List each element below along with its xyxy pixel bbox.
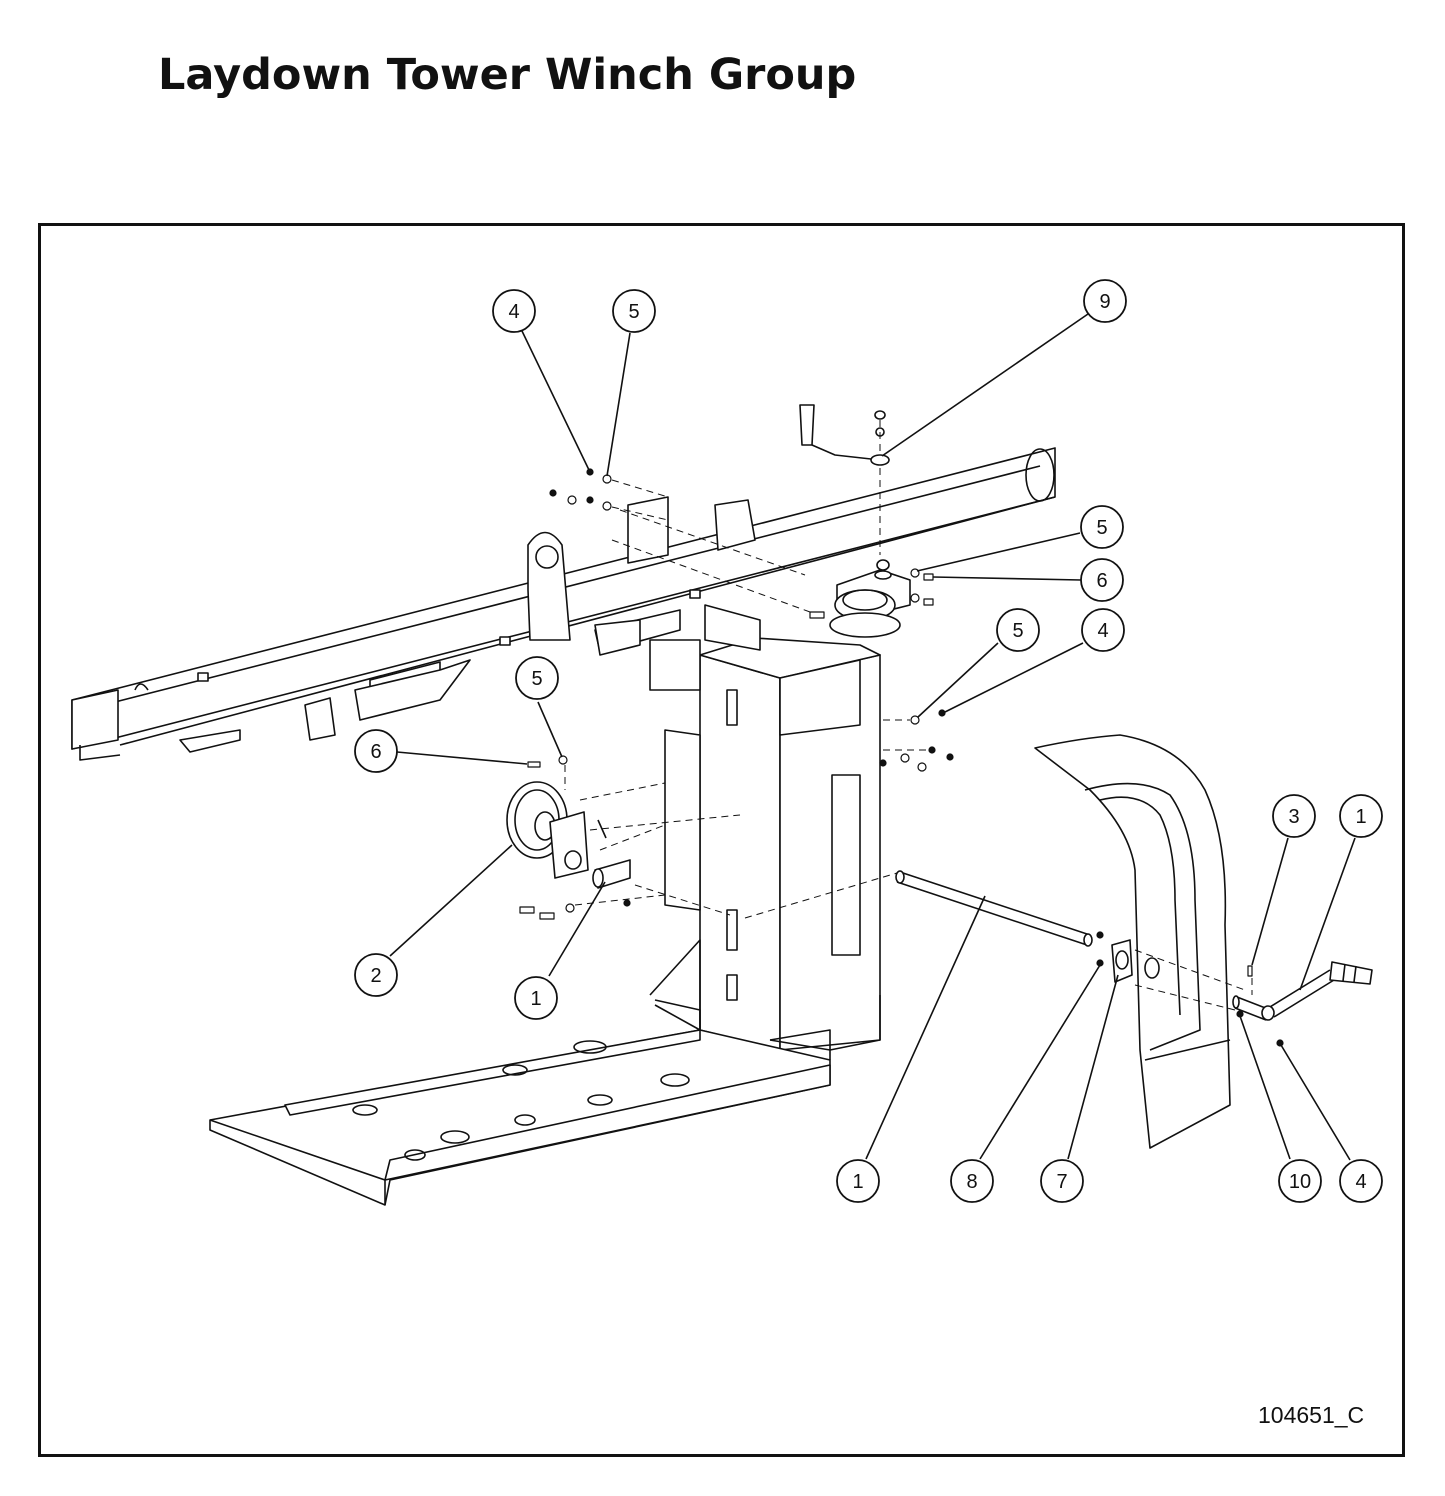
callout-7: 7 — [1040, 1159, 1084, 1203]
svg-text:4: 4 — [1355, 1171, 1366, 1193]
callout-6-upper-right: 6 — [1080, 558, 1124, 602]
svg-text:6: 6 — [370, 741, 381, 763]
callout-8: 8 — [950, 1159, 994, 1203]
drawing-number: 104651_C — [1258, 1402, 1365, 1428]
callout-4-mid-right: 4 — [1081, 608, 1125, 652]
svg-text:7: 7 — [1056, 1171, 1067, 1193]
callout-5-top: 5 — [612, 289, 656, 333]
base-frame — [209, 999, 831, 1206]
callout-5-left: 5 — [515, 656, 559, 700]
svg-text:8: 8 — [966, 1171, 977, 1193]
right-crank-handle — [1232, 961, 1373, 1021]
svg-text:5: 5 — [628, 301, 639, 323]
svg-text:6: 6 — [1096, 570, 1107, 592]
drawing-frame — [38, 223, 1405, 1457]
shaft-and-bushing — [895, 870, 1160, 983]
callout-4-top: 4 — [492, 289, 536, 333]
callout-1-bottom: 1 — [836, 1159, 880, 1203]
callout-2: 2 — [354, 953, 398, 997]
callout-1-left: 1 — [514, 976, 558, 1020]
curved-side-panel — [1034, 734, 1231, 1149]
svg-text:2: 2 — [370, 965, 381, 987]
mast-column — [649, 604, 881, 1051]
boom-tube — [71, 447, 1056, 761]
assembly-dashed-lines — [564, 420, 1253, 1011]
callout-4-bottom: 4 — [1339, 1159, 1383, 1203]
callout-9: 9 — [1083, 279, 1127, 323]
callout-6-left: 6 — [354, 729, 398, 773]
left-winch-drum — [506, 781, 631, 889]
svg-text:5: 5 — [531, 668, 542, 690]
svg-text:9: 9 — [1099, 291, 1110, 313]
callout-3: 3 — [1272, 794, 1316, 838]
top-winch-assembly — [799, 404, 911, 638]
svg-text:5: 5 — [1012, 620, 1023, 642]
svg-text:4: 4 — [1097, 620, 1108, 642]
callout-5-upper-right: 5 — [1080, 505, 1124, 549]
callout-5-mid-right: 5 — [996, 608, 1040, 652]
svg-text:5: 5 — [1096, 517, 1107, 539]
svg-text:1: 1 — [530, 988, 541, 1010]
callout-10: 10 — [1278, 1159, 1322, 1203]
svg-text:1: 1 — [1355, 806, 1366, 828]
svg-text:1: 1 — [852, 1171, 863, 1193]
page-title: Laydown Tower Winch Group — [158, 50, 857, 100]
callout-leaders — [389, 313, 1356, 1161]
callout-1-right: 1 — [1339, 794, 1383, 838]
svg-text:3: 3 — [1288, 806, 1299, 828]
svg-text:4: 4 — [508, 301, 519, 323]
svg-text:10: 10 — [1289, 1171, 1311, 1193]
